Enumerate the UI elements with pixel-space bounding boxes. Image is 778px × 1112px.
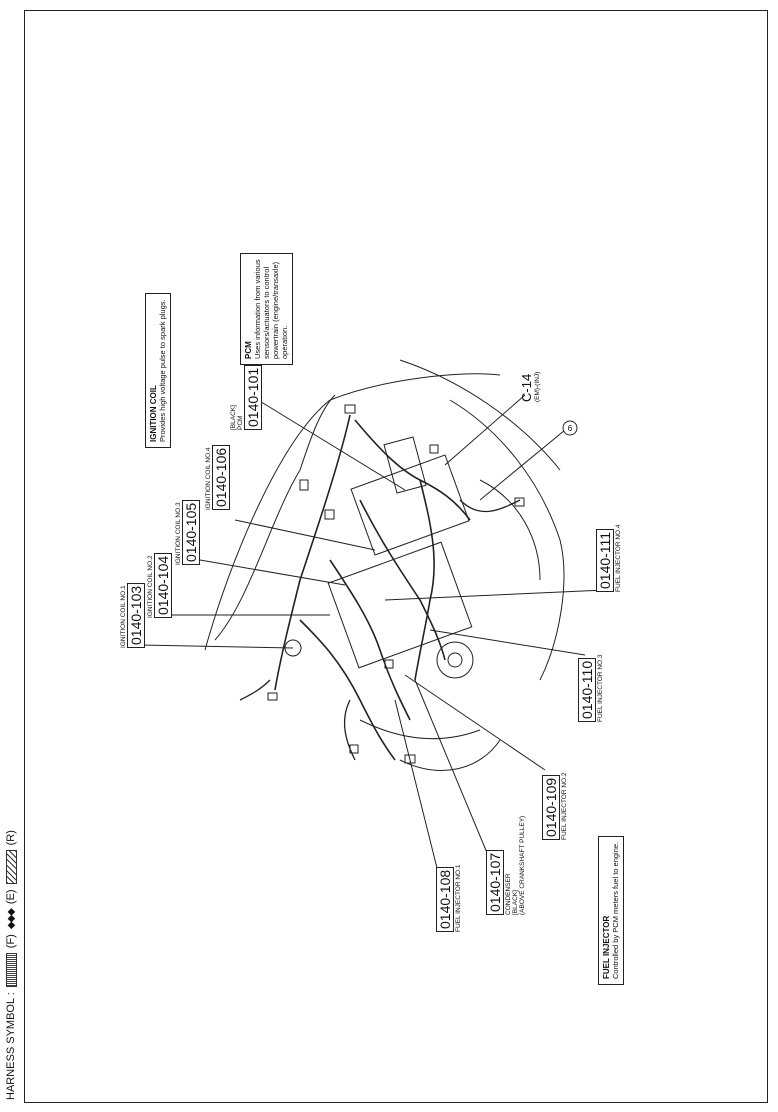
- connector-label-0140-106: IGNITION COIL NO.4 0140-106: [205, 444, 231, 510]
- leader-line-0140-109: [404, 674, 546, 771]
- body-outline-line: [399, 739, 501, 771]
- leader-line-0140-107: [414, 679, 491, 861]
- connector-label-0140-108: 0140-108 FUEL INJECTOR NO.1: [436, 864, 462, 932]
- harness-bundle-line: [343, 699, 356, 761]
- ground-sub: (EM)-(INJ): [534, 371, 541, 402]
- connector-shape: [514, 497, 525, 507]
- body-outline-line: [204, 399, 331, 651]
- connector-label-0140-110: 0140-110 FUEL INJECTOR NO.3: [578, 654, 604, 722]
- harness-bundle-line: [459, 499, 521, 513]
- harness-bundle-line: [239, 679, 271, 701]
- harness-bundle-line: [274, 414, 351, 691]
- connector-0140-105-sub: IGNITION COIL NO.3: [175, 502, 182, 565]
- pcm-text-line: powertrain (engine/transaxle): [271, 261, 280, 359]
- connector-shape: [404, 754, 416, 764]
- connector-label-0140-105: IGNITION COIL NO.3 0140-105: [175, 499, 201, 565]
- harness-bundle-line: [299, 619, 396, 761]
- ground-code: C-14: [519, 373, 534, 402]
- connector-shape: [384, 659, 394, 669]
- body-outline-line: [479, 479, 541, 581]
- body-outline-line: [399, 359, 561, 471]
- pcm-text-line: operation.: [280, 325, 289, 359]
- pcm-info-box: PCM Uses information from various sensor…: [240, 253, 293, 365]
- pcm-text-line: Uses information from various: [253, 259, 262, 359]
- body-outline-line: [449, 399, 565, 681]
- ignition-coil-info-box: IGNITION COIL Provides high voltage puls…: [145, 293, 171, 448]
- point-6-label: 6: [568, 424, 573, 433]
- fuel-injector-title: FUEL INJECTOR: [602, 915, 611, 979]
- connector-label-0140-111: 0140-111 FUEL INJECTOR NO.4: [596, 524, 622, 592]
- connector-0140-106-code: 0140-106: [212, 444, 230, 510]
- harness-bundle-line: [414, 479, 435, 681]
- connector-0140-104-code: 0140-104: [154, 552, 172, 618]
- pcm-text-line: sensors/actuators to control: [262, 266, 271, 359]
- leader-line-c14: [444, 394, 526, 466]
- connector-label-0140-103: IGNITION COIL NO.1 0140-103: [120, 582, 146, 648]
- harness-bundle-line: [359, 499, 446, 661]
- connector-shape: [344, 404, 356, 414]
- engine-block-outline: [327, 541, 473, 669]
- connector-0140-101-sub: PCM: [237, 415, 244, 430]
- body-outline-line: [214, 394, 336, 641]
- connector-0140-110-code: 0140-110: [578, 657, 596, 722]
- fuel-injector-info-box: FUEL INJECTOR Controlled by PCM meters f…: [598, 835, 624, 985]
- connector-0140-111-code: 0140-111: [596, 528, 614, 592]
- connector-label-0140-109: 0140-109 FUEL INJECTOR NO.2: [542, 772, 568, 840]
- ignition-coil-title: IGNITION COIL: [149, 385, 158, 442]
- connector-0140-104-sub: IGNITION COIL NO.2: [147, 555, 154, 618]
- ground-label-c14: C-14 (EM)-(INJ): [519, 371, 541, 402]
- leader-line-0140-105: [199, 559, 346, 586]
- harness-bundle-line: [329, 559, 411, 721]
- connector-0140-103-code: 0140-103: [127, 582, 145, 648]
- body-outline-line: [359, 719, 481, 740]
- connector-0140-111-sub: FUEL INJECTOR NO.4: [615, 524, 622, 592]
- pcm-outline: [383, 436, 427, 494]
- connector-shape: [429, 444, 439, 454]
- connector-shape: [267, 692, 278, 701]
- pulley-hub-outline: [447, 652, 463, 668]
- fuel-injector-text: Controlled by PCM meters fuel to engine.: [611, 841, 620, 979]
- connector-0140-103-sub: IGNITION COIL NO.1: [120, 585, 127, 648]
- pulley-outline: [436, 641, 474, 679]
- connector-0140-109-sub: FUEL INJECTOR NO.2: [561, 772, 568, 840]
- connector-0140-109-code: 0140-109: [542, 774, 560, 840]
- connector-shape: [324, 509, 335, 520]
- connector-shape: [349, 744, 359, 754]
- engine-head-outline: [350, 454, 470, 556]
- ignition-coil-text: Provides high voltage pulse to spark plu…: [158, 299, 167, 442]
- pcm-title: PCM: [244, 341, 253, 359]
- leader-line-0140-110: [429, 629, 586, 656]
- connector-0140-107-sub: CONDENSER: [505, 873, 512, 915]
- leader-line-0140-108: [394, 699, 441, 881]
- connector-0140-107-sub: (ABOVE CRANKSHAFT PULLEY): [519, 815, 526, 915]
- page-frame: [24, 10, 768, 1103]
- connector-0140-107-code: 0140-107: [486, 849, 504, 915]
- connector-0140-101-code: 0140-101: [244, 364, 262, 430]
- leader-line-0140-103: [139, 644, 294, 649]
- connector-0140-110-sub: FUEL INJECTOR NO.3: [597, 654, 604, 722]
- connector-label-0140-101: [BLACK] PCM 0140-101: [230, 364, 263, 430]
- connector-label-0140-107: 0140-107 CONDENSER [BLACK] (ABOVE CRANKS…: [486, 816, 526, 915]
- leader-line-point-6: [479, 429, 566, 501]
- connector-0140-108-sub: FUEL INJECTOR NO.1: [455, 864, 462, 932]
- leader-line-0140-106: [234, 519, 376, 551]
- connector-label-0140-104: IGNITION COIL NO.2 0140-104: [147, 552, 173, 618]
- connector-0140-105-code: 0140-105: [182, 499, 200, 565]
- connector-shape: [299, 479, 309, 491]
- connector-0140-101-sub: [BLACK]: [230, 405, 237, 430]
- body-outline-line: [329, 373, 501, 401]
- harness-bundle-line: [354, 419, 471, 521]
- connector-0140-108-code: 0140-108: [436, 866, 454, 932]
- leader-line-0140-101: [257, 399, 406, 491]
- connector-0140-106-sub: IGNITION COIL NO.4: [205, 447, 212, 510]
- connector-0140-107-sub: [BLACK]: [512, 890, 519, 915]
- point-6-circle: [562, 420, 578, 436]
- leader-line-0140-111: [384, 589, 606, 601]
